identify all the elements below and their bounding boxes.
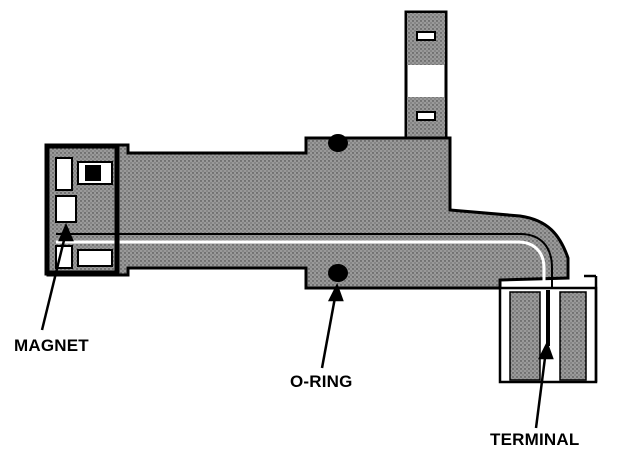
- magnet-assembly: [44, 143, 120, 276]
- o-ring-upper: [328, 134, 348, 152]
- sensor-body: [46, 136, 570, 292]
- terminal-connector: [498, 274, 598, 384]
- terminal-leader: [534, 349, 548, 429]
- o-ring-leader: [320, 291, 338, 369]
- magnet-label: MAGNET: [14, 336, 89, 355]
- o-ring-seals: [328, 134, 348, 282]
- o-ring-lower: [328, 264, 348, 282]
- magnet-leader: [40, 231, 68, 331]
- leader-lines: [40, 222, 554, 429]
- top-fitting: [404, 10, 448, 162]
- terminal-label: TERMINAL: [490, 430, 580, 449]
- o-ring-label: O-RING: [290, 372, 353, 391]
